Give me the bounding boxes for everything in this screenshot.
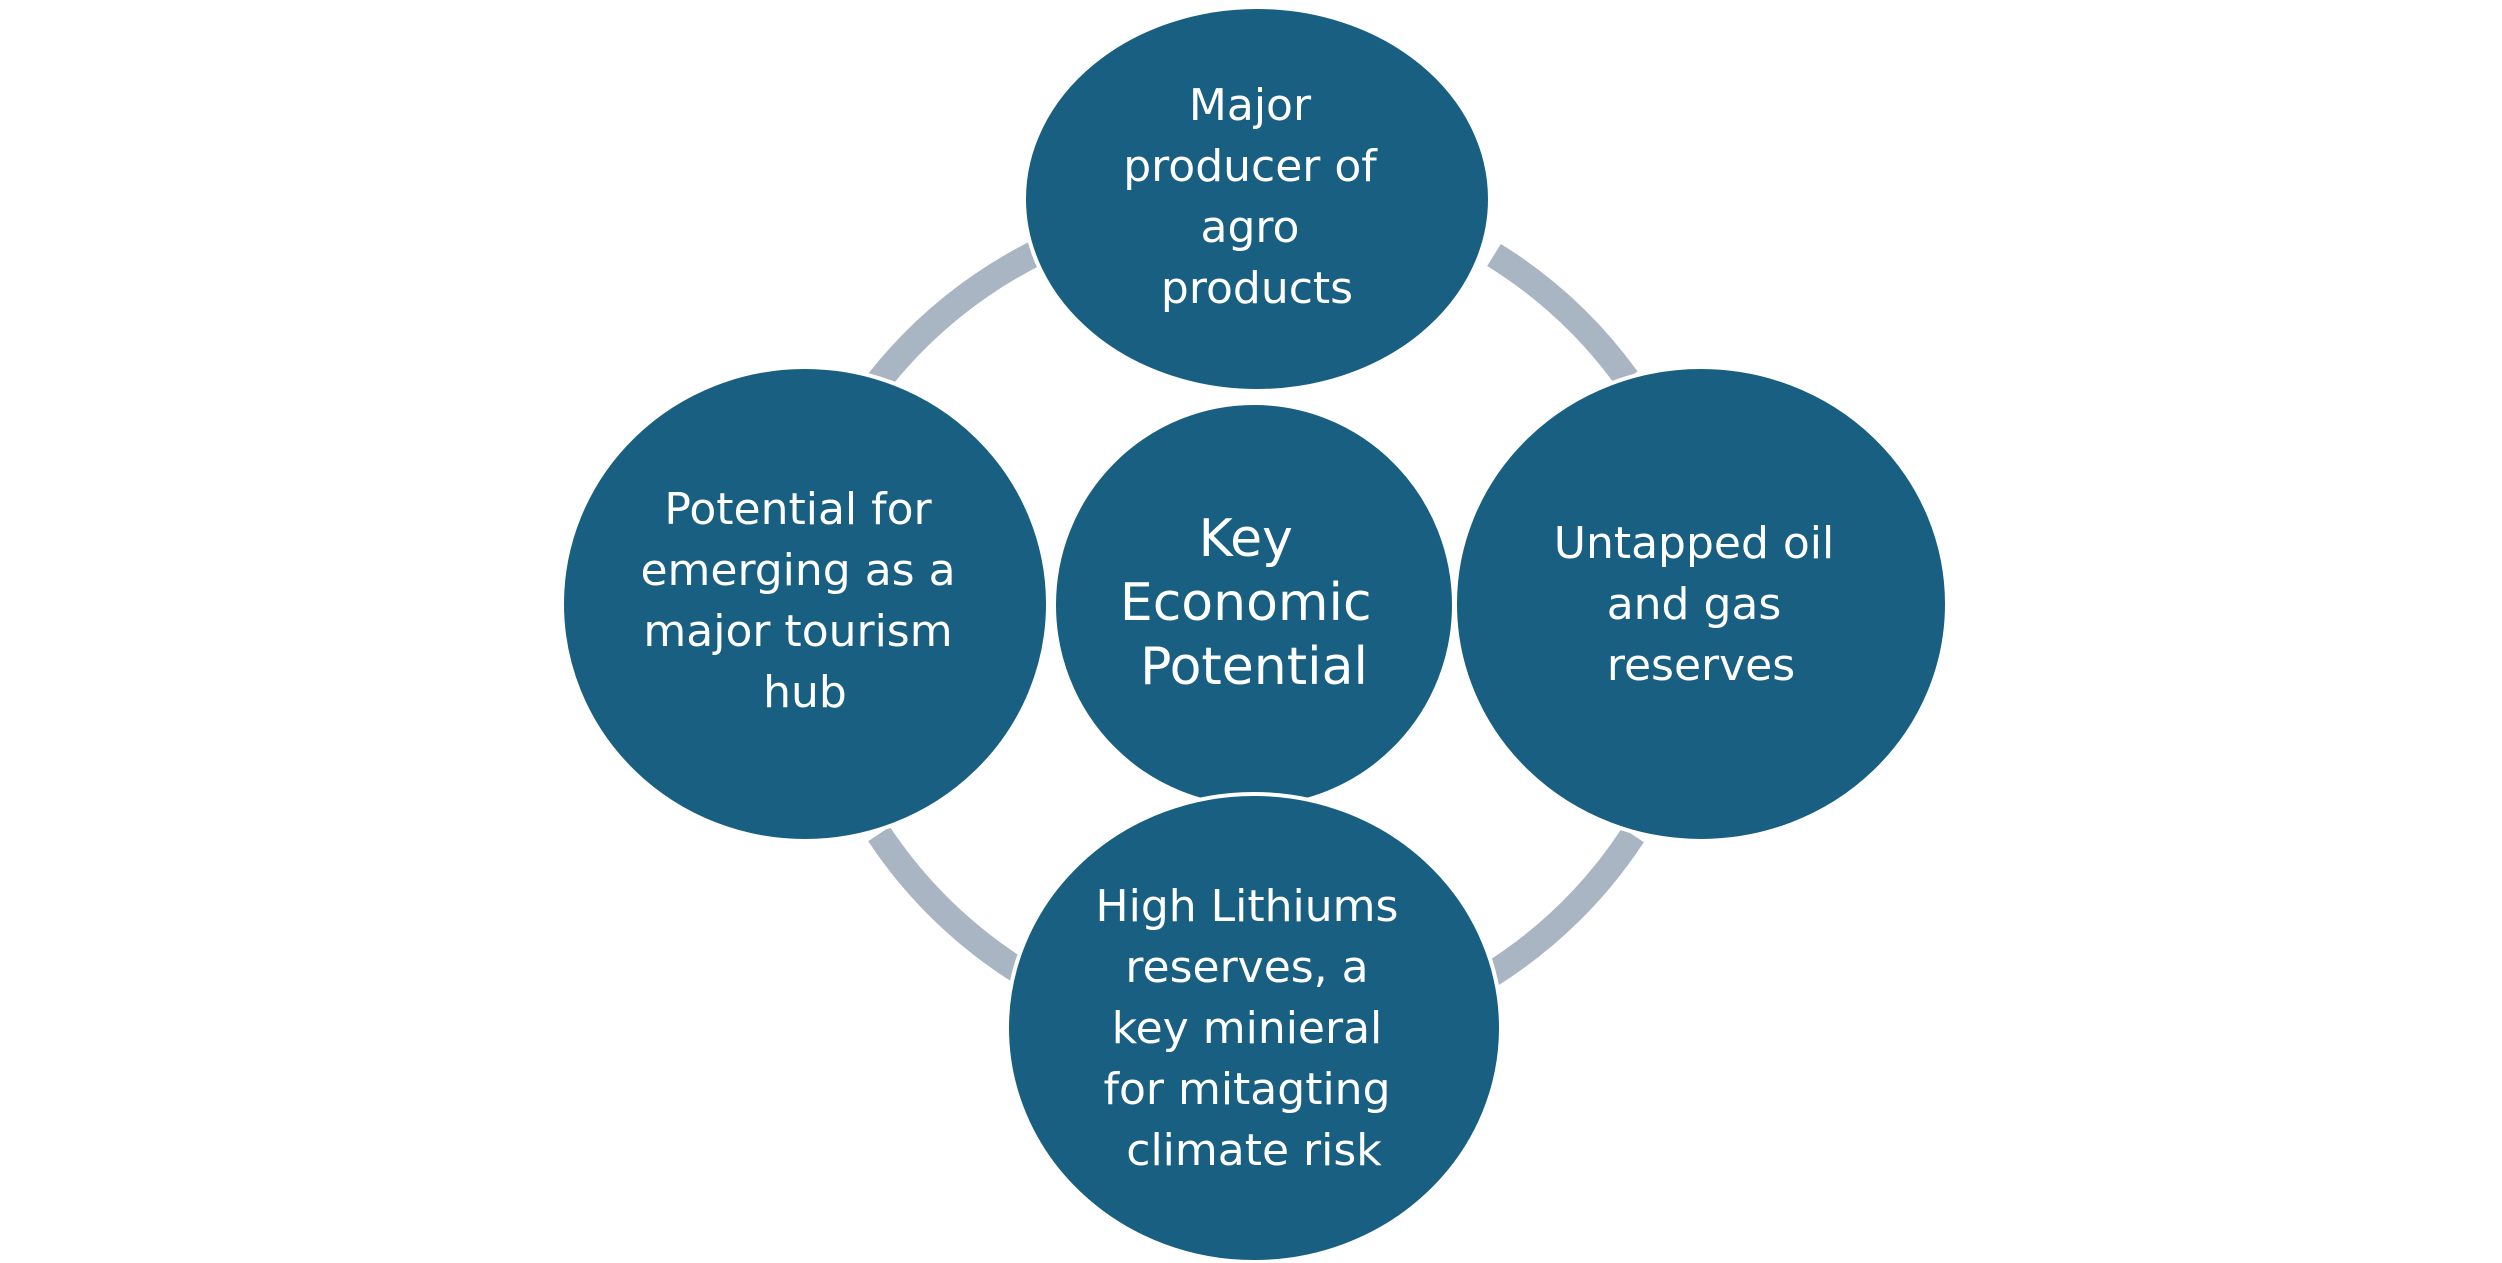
- node-left-shape: [560, 365, 1050, 843]
- node-right-line: and gas: [1607, 579, 1782, 630]
- node-right-line: Untapped oil: [1554, 518, 1835, 569]
- node-bottom-line: climate risk: [1126, 1125, 1382, 1176]
- node-left: Potential for emerging as a major touris…: [560, 365, 1050, 843]
- connector-arc-bottom-left: [868, 826, 1031, 986]
- node-bottom-line: reserves, a: [1125, 942, 1368, 993]
- center-node-line: Key: [1199, 509, 1293, 569]
- node-top-shape: [1022, 5, 1492, 393]
- center-node: Key Economic Potential: [1052, 401, 1456, 809]
- node-left-line: major tourism: [643, 606, 952, 657]
- connector-arc-top-right: [1487, 243, 1638, 387]
- node-top-line: agro: [1201, 202, 1300, 253]
- node-right: Untapped oil and gas reserves: [1453, 365, 1949, 843]
- node-right-label: Untapped oil and gas reserves: [1554, 518, 1849, 691]
- node-bottom-label: High Lithiums reserves, a key minieral f…: [1096, 881, 1413, 1176]
- node-top: Major producer of agro products: [1022, 5, 1492, 393]
- node-top-line: products: [1161, 263, 1353, 314]
- node-right-shape: [1453, 365, 1949, 843]
- node-bottom-line: key minieral: [1112, 1003, 1383, 1054]
- node-left-line: hub: [763, 667, 847, 718]
- node-right-line: reserves: [1607, 640, 1795, 691]
- node-left-line: Potential for: [664, 484, 932, 535]
- node-bottom-line: High Lithiums: [1096, 881, 1399, 932]
- center-node-line: Potential: [1140, 637, 1368, 697]
- connector-ring: [868, 238, 1644, 986]
- node-bottom-line: for mitagting: [1103, 1064, 1390, 1115]
- node-bottom: High Lithiums reserves, a key minieral f…: [1005, 792, 1503, 1263]
- node-top-line: Major: [1189, 80, 1312, 131]
- node-top-label: Major producer of agro products: [1123, 80, 1391, 314]
- node-left-label: Potential for emerging as a major touris…: [640, 484, 969, 718]
- connector-arc-right-bottom: [1485, 827, 1644, 985]
- center-node-line: Economic: [1120, 573, 1372, 633]
- center-node-label: Key Economic Potential: [1120, 509, 1388, 697]
- connector-arc-left-top: [868, 238, 1048, 390]
- node-bottom-shape: [1005, 792, 1503, 1263]
- node-left-line: emerging as a: [640, 545, 955, 596]
- node-top-line: producer of: [1123, 141, 1378, 192]
